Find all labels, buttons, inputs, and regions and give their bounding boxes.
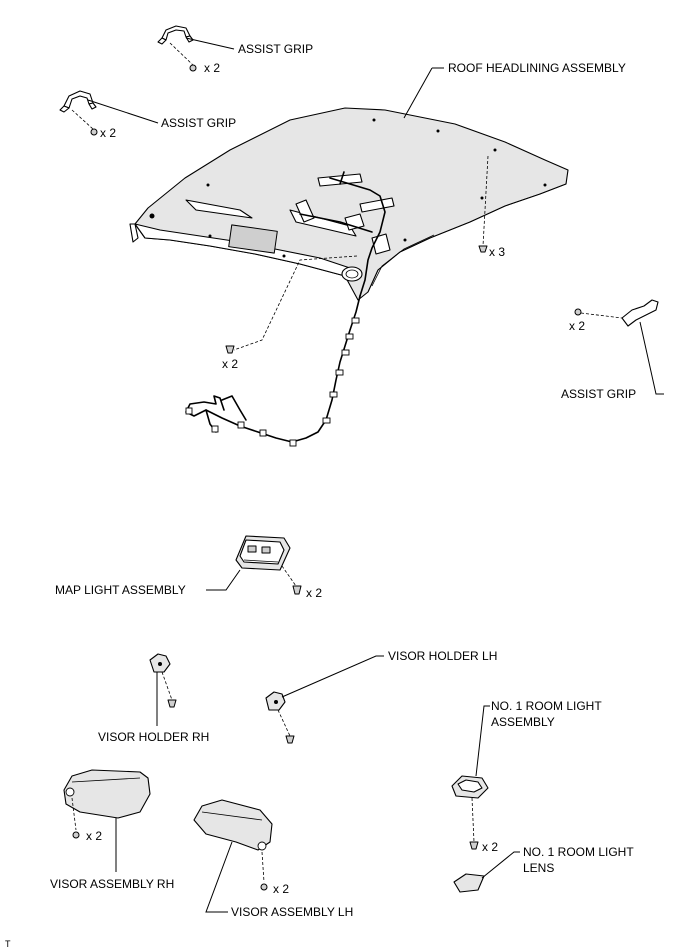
corner-mark: T [5, 939, 11, 949]
room-light-qty: x 2 [482, 840, 498, 854]
assist-grip-right-qty: x 2 [569, 319, 585, 333]
assist-grip-left-qty: x 2 [100, 126, 116, 140]
visor-assembly-lh [193, 799, 273, 913]
assist-grip-left-label: ASSIST GRIP [161, 116, 236, 130]
headlining-clips-x2 [225, 255, 358, 354]
roof-headlining-assembly [129, 67, 569, 301]
assist-grip-top-qty: x 2 [204, 61, 220, 75]
assist-grip-right [574, 299, 664, 395]
headlining-clips-lower-qty: x 2 [222, 357, 238, 371]
headlining-clips-qty: x 3 [489, 245, 505, 259]
assist-grip-top-screw [189, 64, 197, 72]
room-lens-label-line1: NO. 1 ROOM LIGHT [523, 845, 634, 859]
visor-holder-lh-label: VISOR HOLDER LH [388, 649, 497, 663]
room-lens-label-line2: LENS [523, 861, 554, 875]
wire-harness [185, 295, 361, 447]
visor-lh-label: VISOR ASSEMBLY LH [231, 905, 353, 919]
map-light-assembly [206, 535, 302, 595]
visor-holder-rh-label: VISOR HOLDER RH [98, 730, 209, 744]
assist-grip-top-handle [161, 25, 191, 41]
visor-rh-qty: x 2 [86, 829, 102, 843]
map-light-qty: x 2 [306, 586, 322, 600]
assist-grip-top [157, 25, 235, 72]
visor-holder-lh [265, 655, 384, 744]
roof-headlining-label: ROOF HEADLINING ASSEMBLY [448, 61, 626, 75]
assist-grip-left [59, 90, 159, 136]
visor-rh-label: VISOR ASSEMBLY RH [50, 877, 174, 891]
visor-holder-rh [149, 653, 177, 726]
assist-grip-top-label: ASSIST GRIP [238, 42, 313, 56]
map-light-label: MAP LIGHT ASSEMBLY [55, 583, 186, 597]
assist-grip-right-label: ASSIST GRIP [561, 387, 636, 401]
room-light-assembly [451, 705, 490, 850]
visor-assembly-rh [63, 769, 151, 872]
visor-lh-qty: x 2 [273, 882, 289, 896]
room-light-lens [453, 851, 520, 893]
room-light-label-line2: ASSEMBLY [491, 715, 555, 729]
room-light-label-line1: NO. 1 ROOM LIGHT [491, 699, 602, 713]
headlining-clips-x3 [478, 155, 489, 253]
